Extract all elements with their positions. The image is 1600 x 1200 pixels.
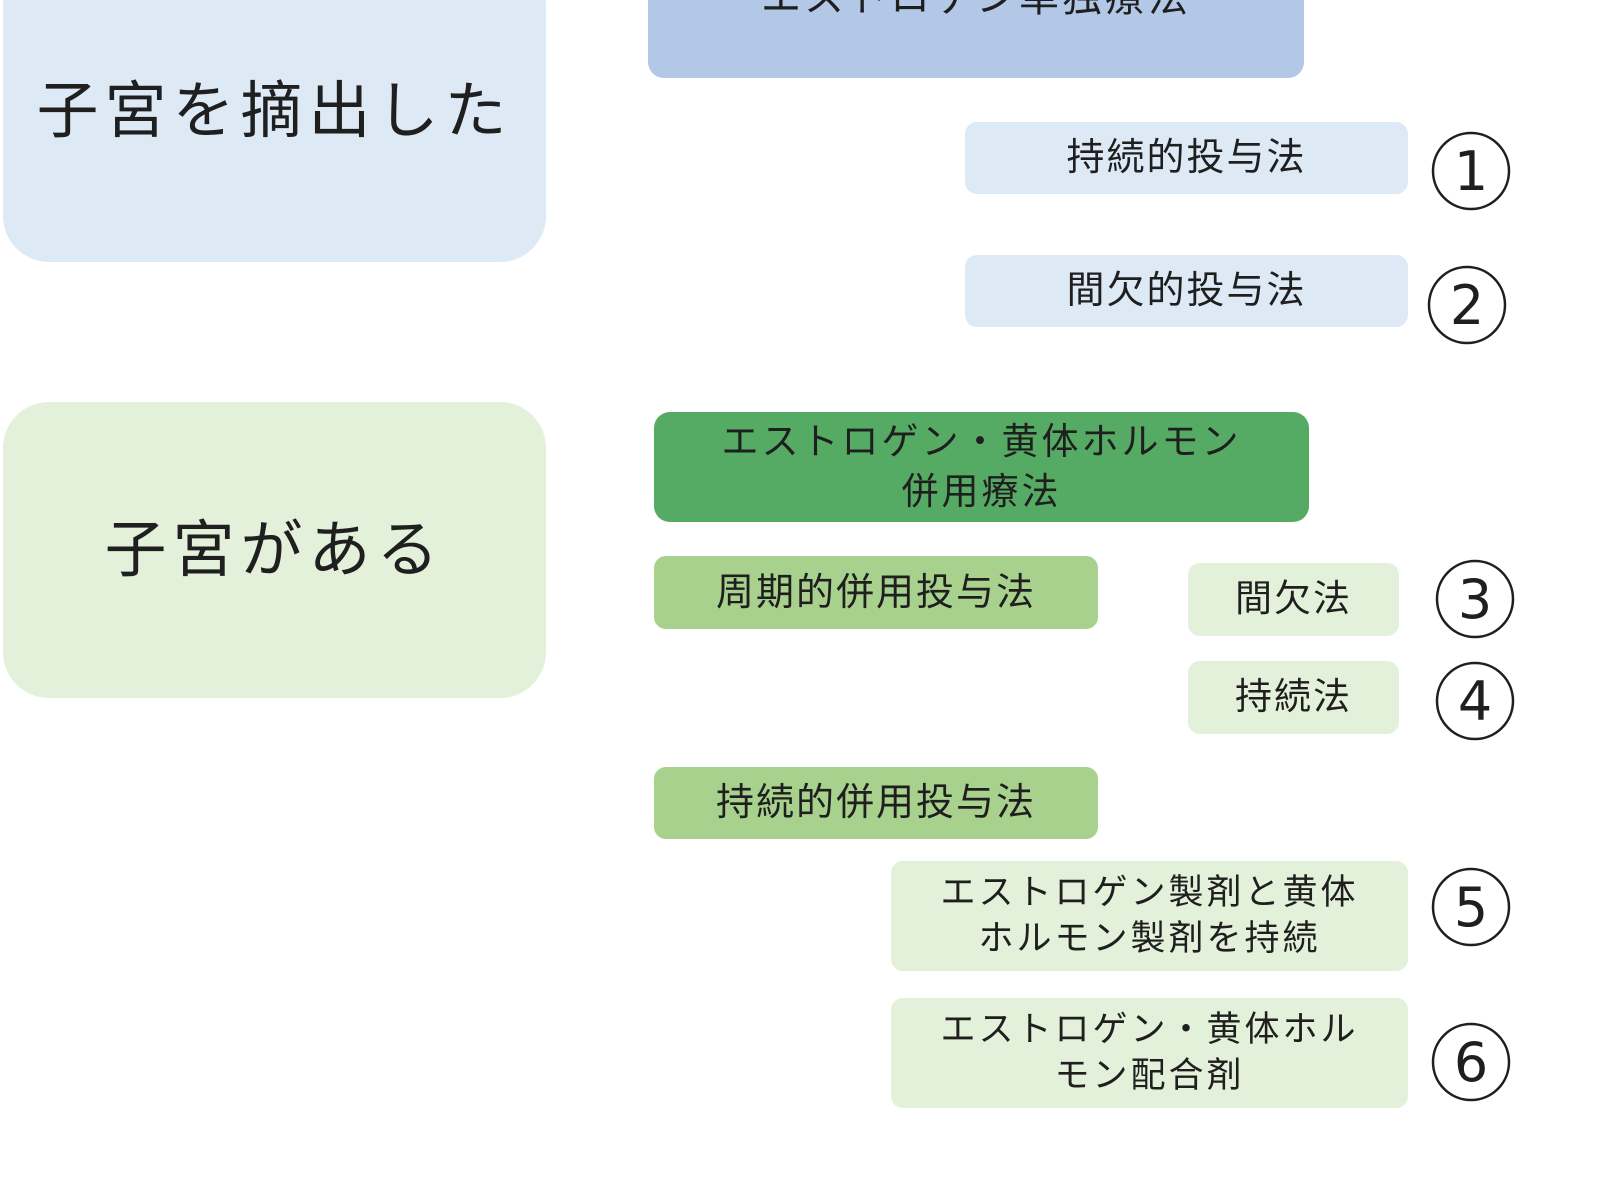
estrogen-only-therapy-title: エストロゲン単独療法 bbox=[761, 0, 1191, 24]
combined-therapy-header: エストロゲン・黄体ホルモン 併用療法 bbox=[654, 412, 1309, 522]
circled-number-3: 3 bbox=[1434, 558, 1516, 640]
continuous-combined-dosing-label: 持続的併用投与法 bbox=[715, 780, 1036, 825]
circled-number-2: 2 bbox=[1426, 264, 1508, 346]
continuous-dosing-box: 持続的投与法 bbox=[965, 122, 1408, 194]
svg-text:4: 4 bbox=[1458, 670, 1492, 733]
cyclic-combined-dosing-box: 周期的併用投与法 bbox=[654, 556, 1098, 629]
category-hysterectomy: 子宮を摘出した bbox=[3, 0, 546, 262]
circled-number-1: 1 bbox=[1430, 130, 1512, 212]
separate-preparations-line1: エストロゲン製剤と黄体 bbox=[940, 872, 1359, 913]
intermittent-dosing-box: 間欠的投与法 bbox=[965, 255, 1408, 327]
combination-drug-line1: エストロゲン・黄体ホル bbox=[940, 1009, 1359, 1050]
category-uterus-present: 子宮がある bbox=[3, 402, 546, 698]
category-hysterectomy-label: 子宮を摘出した bbox=[36, 73, 513, 147]
separate-preparations-box: エストロゲン製剤と黄体 ホルモン製剤を持続 bbox=[891, 861, 1408, 971]
continuous-dosing-label: 持続的投与法 bbox=[1066, 135, 1307, 180]
svg-text:2: 2 bbox=[1450, 274, 1484, 337]
svg-text:1: 1 bbox=[1454, 140, 1488, 203]
cyclic-combined-dosing-label: 周期的併用投与法 bbox=[715, 569, 1036, 614]
continuous-combined-dosing-box: 持続的併用投与法 bbox=[654, 767, 1098, 839]
circled-number-4: 4 bbox=[1434, 660, 1516, 742]
category-uterus-present-label: 子宮がある bbox=[104, 512, 445, 586]
combined-therapy-title-line1: エストロゲン・黄体ホルモン bbox=[721, 420, 1242, 464]
cyclic-continuous-label: 持続法 bbox=[1235, 675, 1352, 719]
combined-therapy-title-line2: 併用療法 bbox=[901, 470, 1062, 513]
circled-number-6: 6 bbox=[1430, 1021, 1512, 1103]
cyclic-continuous-box: 持続法 bbox=[1188, 661, 1399, 734]
combination-drug-box: エストロゲン・黄体ホル モン配合剤 bbox=[891, 998, 1408, 1108]
estrogen-only-therapy-header: エストロゲン単独療法 bbox=[648, 0, 1304, 78]
circled-number-5: 5 bbox=[1430, 866, 1512, 948]
svg-text:6: 6 bbox=[1454, 1031, 1488, 1094]
cyclic-intermittent-box: 間欠法 bbox=[1188, 563, 1399, 636]
svg-text:3: 3 bbox=[1458, 568, 1492, 631]
cyclic-intermittent-label: 間欠法 bbox=[1235, 577, 1352, 621]
combination-drug-line2: モン配合剤 bbox=[1054, 1056, 1245, 1096]
intermittent-dosing-label: 間欠的投与法 bbox=[1066, 268, 1307, 313]
svg-text:5: 5 bbox=[1454, 876, 1488, 939]
separate-preparations-line2: ホルモン製剤を持続 bbox=[978, 919, 1321, 959]
